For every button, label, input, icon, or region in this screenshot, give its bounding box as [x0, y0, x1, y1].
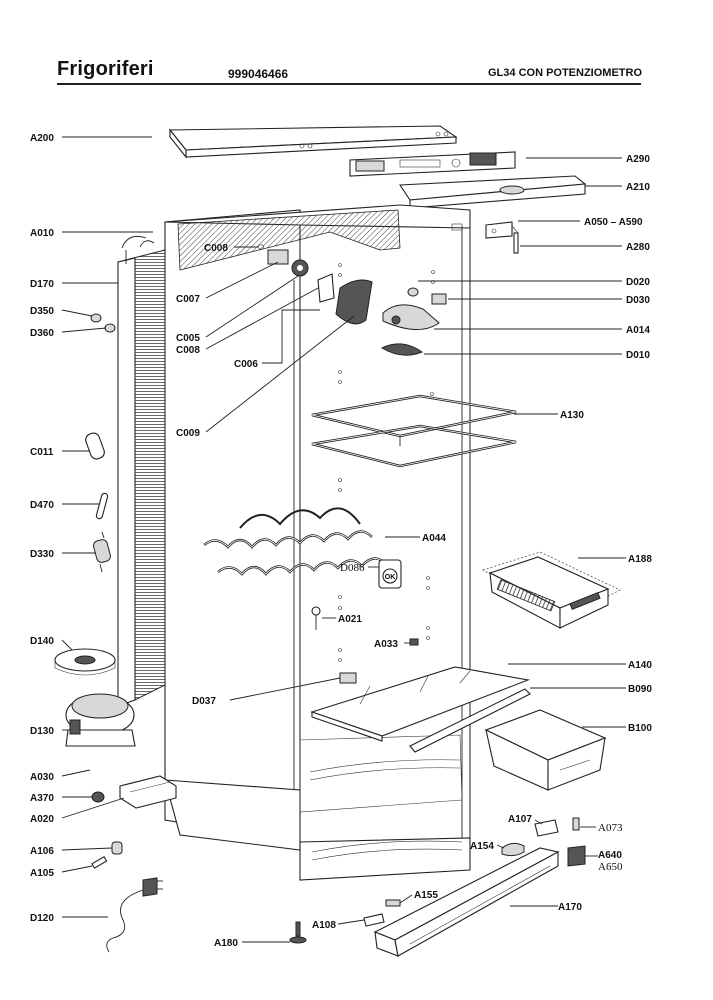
label-b090: B090: [628, 684, 652, 695]
door-small-parts: [363, 817, 586, 927]
label-a021: A021: [338, 614, 362, 625]
label-a020: A020: [30, 814, 54, 825]
label-c008-top: C008: [204, 243, 228, 254]
label-a010: A010: [30, 228, 54, 239]
label-a210: A210: [626, 182, 650, 193]
label-a650: A650: [598, 861, 623, 873]
hinge-part: [485, 221, 519, 254]
wine-rack: [203, 507, 387, 576]
label-d140: D140: [30, 636, 54, 647]
label-a044: A044: [422, 533, 446, 544]
thermostat-parts: [258, 244, 373, 325]
control-panel-part: [349, 151, 516, 177]
label-d030: D030: [626, 295, 650, 306]
label-b100: B100: [628, 723, 652, 734]
label-a170: A170: [558, 902, 582, 913]
label-c006: C006: [234, 359, 258, 370]
label-a105: A105: [30, 868, 54, 879]
label-a140: A140: [628, 660, 652, 671]
label-a108: A108: [312, 920, 336, 931]
butter-box: [482, 551, 621, 629]
label-a130: A130: [560, 410, 584, 421]
fridge-cabinet: [164, 204, 471, 881]
label-a050-a590: A050 – A590: [584, 217, 643, 228]
label-d470: D470: [30, 500, 54, 511]
label-a370: A370: [30, 793, 54, 804]
label-a200: A200: [30, 133, 54, 144]
label-a188: A188: [628, 554, 652, 565]
part-labels: A200 A010 D170 D350 D360 C011 D470 D330 …: [30, 133, 652, 949]
label-a155: A155: [414, 890, 438, 901]
light-cover-part: [399, 175, 587, 209]
small-cabinet-parts: [311, 606, 419, 684]
label-a014: A014: [626, 325, 650, 336]
label-d330: D330: [30, 549, 54, 560]
label-c008-bottom: C008: [176, 345, 200, 356]
label-d010: D010: [626, 350, 650, 361]
label-a290: A290: [626, 154, 650, 165]
top-cover-part: [168, 125, 458, 159]
label-d130: D130: [30, 726, 54, 737]
part-number: 999046466: [228, 67, 289, 81]
adjustable-foot: [289, 921, 307, 944]
leader-lines: [61, 136, 626, 943]
label-a107: A107: [508, 814, 532, 825]
label-d086: D086: [340, 562, 365, 574]
condenser-coil: [117, 235, 166, 707]
glass-shelf: [310, 666, 531, 753]
label-c011: C011: [30, 447, 54, 458]
label-d360: D360: [30, 328, 54, 339]
label-a280: A280: [626, 242, 650, 253]
ok-badge-text: OK: [385, 574, 396, 581]
label-c005: C005: [176, 333, 200, 344]
label-d350: D350: [30, 306, 54, 317]
label-d020: D020: [626, 277, 650, 288]
label-a154: A154: [470, 841, 494, 852]
label-c009: C009: [176, 428, 200, 439]
model-name: GL34 CON POTENZIOMETRO: [488, 67, 643, 79]
label-c007: C007: [176, 294, 200, 305]
header-divider: [57, 83, 641, 85]
label-a030: A030: [30, 772, 54, 783]
label-a073: A073: [598, 822, 623, 834]
left-side-parts: [54, 313, 177, 953]
ok-badge-part: OK: [378, 559, 402, 589]
door-trim-bar: [373, 847, 560, 957]
wire-shelves: [311, 394, 517, 468]
label-a640: A640: [598, 850, 622, 861]
crisper-drawer: [484, 709, 607, 791]
page-title: Frigoriferi: [57, 58, 154, 80]
label-d037: D037: [192, 696, 216, 707]
label-a106: A106: [30, 846, 54, 857]
label-d120: D120: [30, 913, 54, 924]
label-a033: A033: [374, 639, 398, 650]
lamp-parts: [380, 287, 447, 356]
label-a180: A180: [214, 938, 238, 949]
label-d170: D170: [30, 279, 54, 290]
